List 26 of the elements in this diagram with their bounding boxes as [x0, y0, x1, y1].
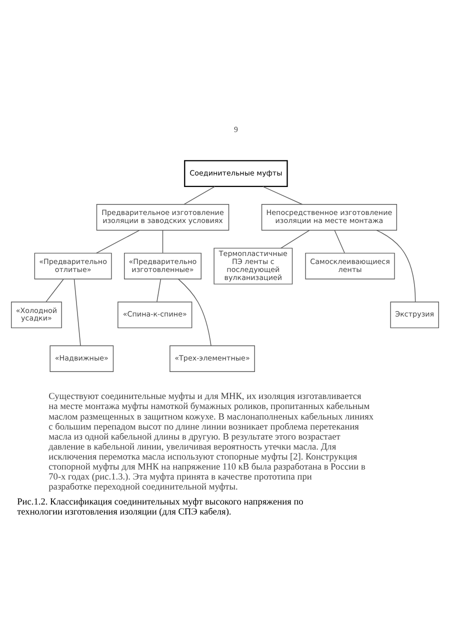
connector: [74, 278, 81, 346]
connector: [262, 186, 303, 205]
connector: [162, 230, 164, 254]
label: 9: [234, 124, 238, 134]
node-box: «Трех-элементные»: [170, 345, 255, 372]
connector: [178, 278, 212, 346]
connector: [334, 230, 345, 254]
connector: [96, 230, 140, 254]
caption: Рис.1.2. Классификация соединительных муфт высокого напряжения по технологии изготовления изоляции (для СПЭ кабеля).: [17, 498, 304, 518]
connector: [280, 230, 310, 249]
node-box: «Предварительно отлитые»: [34, 252, 112, 280]
node-box: «Спина-к-спине»: [118, 302, 192, 328]
node-box: Непосредственное изготовление изоляции на месте монтажа: [261, 204, 398, 231]
node-box: «Холодной усадки»: [11, 302, 62, 328]
node-box: «Надвижные»: [50, 345, 114, 372]
connector: [46, 278, 64, 302]
label: Существуют соединительные муфты и для МНК, их изоляция изготавливается на месте монтажа муфты намоткой бумажных роликов, пропитанных кабельным маслом размещенных в защитном кожухе. В маслонаполненых кабельных линиях с большим перепадом высот по длине линии возникает проблема перетекания масла из одной кабельной длины в другую. В результате этого возрастает давление в кабельной линии, увеличивая вероятность утечки масла. Для исключения перемотка масла используют стопорные муфты [2]. Конструкция стопорной муфты для МНК на напряжение 110 кВ была разработана в России в 70-х годах (рис.1.3.). Эта муфта принята в качестве прототипа при разработке переходной соединительной муфты.: [48, 392, 374, 493]
node-box: Предварительное изготовление изоляции в заводских условиях: [96, 204, 230, 231]
node-box: Экструзия: [390, 302, 439, 328]
node-box: Термопластичные ПЭ ленты с последующей вулканизацией: [214, 248, 293, 284]
node-box: Самосклеивающиеся ленты: [305, 252, 395, 280]
node-box: «Предварительно изготовленные»: [124, 252, 202, 280]
connector: [156, 278, 162, 302]
node-box: Соединительные муфты: [184, 160, 288, 188]
connector: [184, 186, 216, 205]
connector: [376, 230, 416, 302]
